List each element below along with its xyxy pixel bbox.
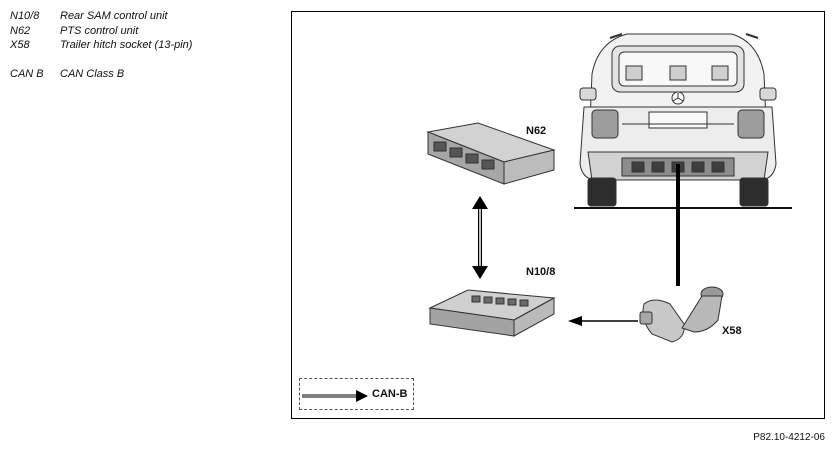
- legend-text: Rear SAM control unit: [60, 10, 168, 22]
- x58-callout-label: X58: [722, 325, 742, 337]
- component-legend: N10/8 Rear SAM control unit N62 PTS cont…: [10, 9, 192, 81]
- legend-spacer: [10, 53, 192, 67]
- n10-8-rear-sam-control-unit: [428, 289, 556, 337]
- legend-row-n10-8: N10/8 Rear SAM control unit: [10, 9, 192, 24]
- can-b-legend-arrow: [302, 390, 368, 402]
- wiring-diagram-figure: N62 N10/8 X58 CAN-B: [291, 11, 825, 419]
- legend-code: N62: [10, 24, 31, 37]
- legend-text: CAN Class B: [60, 67, 125, 80]
- vehicle-rear-illustration: [579, 33, 777, 207]
- n62-pts-control-unit: [426, 122, 556, 185]
- legend-code: X58: [10, 39, 30, 51]
- legend-row-n62: N62 PTS control unit: [10, 24, 192, 39]
- can-b-legend-label: CAN-B: [372, 388, 408, 400]
- diagram-drawing: [302, 33, 792, 402]
- x58-to-n10-8-arrow: [568, 316, 638, 326]
- legend-text: Trailer hitch socket (13-pin): [60, 39, 193, 51]
- legend-code: N10/8: [10, 10, 40, 22]
- can-b-legend-box: CAN-B: [299, 378, 414, 410]
- legend-text: PTS control unit: [60, 24, 139, 37]
- n62-callout-label: N62: [526, 125, 547, 137]
- n10-8-callout-label: N10/8: [526, 266, 556, 278]
- figure-reference-number: P82.10-4212-06: [753, 432, 825, 443]
- can-link-double-arrow: [472, 196, 488, 279]
- legend-code: CAN B: [10, 67, 44, 80]
- x58-trailer-hitch-socket: [639, 286, 724, 343]
- legend-row-can-b: CAN B CAN Class B: [10, 67, 192, 82]
- legend-row-x58: X58 Trailer hitch socket (13-pin): [10, 38, 192, 53]
